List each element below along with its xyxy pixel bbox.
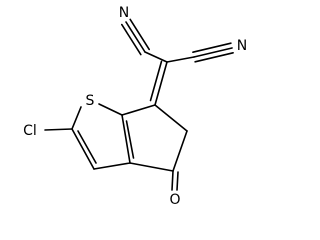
ketone-double-bond [171, 170, 179, 191]
exocyclic-double-bond [149, 60, 168, 106]
bond-c5-c4 [172, 130, 188, 172]
atom-label-oxygen: O [169, 192, 180, 208]
atom-label-chlorine: Cl [23, 123, 37, 139]
bond-center-to-right-nitrile [166, 56, 195, 63]
bond-c4-c3a [129, 162, 174, 172]
bond-c3-c3a [93, 162, 131, 170]
thiophene-double-bond [71, 128, 97, 170]
bond-c6-c6a [121, 104, 156, 116]
atom-labels: N N S Cl O [23, 5, 247, 208]
bond-c6a-s [98, 103, 123, 116]
atom-label-sulfur: S [86, 93, 95, 109]
nitrile-right-triple-bond [192, 42, 234, 63]
atom-label-nitrogen-left: N [119, 5, 129, 21]
fused-double-bond [121, 114, 135, 164]
chemical-structure: N N S Cl O [23, 5, 247, 208]
bonds [44, 18, 234, 191]
bond-s-c2 [71, 106, 82, 130]
bond-c2-cl [44, 128, 73, 131]
atom-label-nitrogen-right: N [237, 38, 247, 54]
nitrile-left-triple-bond [121, 18, 150, 56]
bond-c6-c5 [154, 104, 188, 132]
bond-center-to-left-nitrile [144, 51, 168, 63]
